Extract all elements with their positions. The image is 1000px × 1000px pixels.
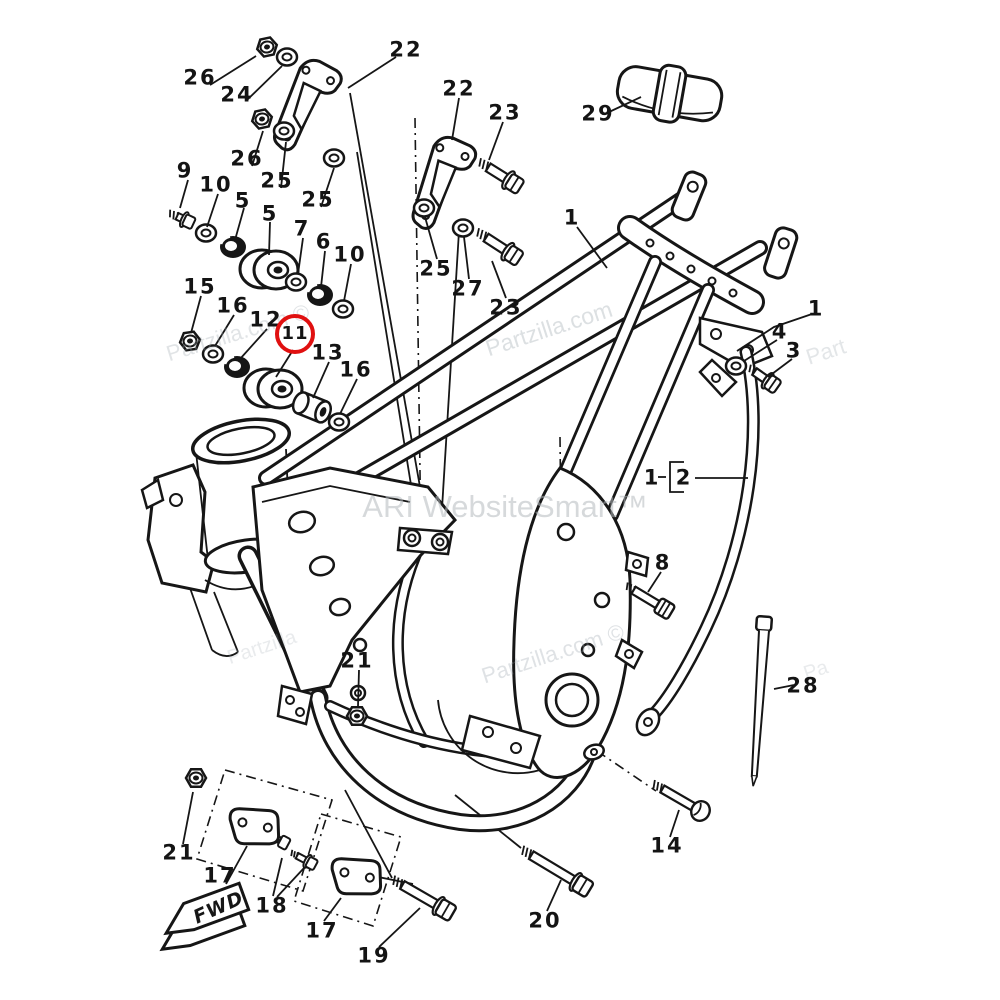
part-callout-27[interactable]: 27 <box>451 276 485 301</box>
bolt-14-part <box>652 779 711 822</box>
part-callout-8[interactable]: 8 <box>654 550 672 575</box>
part-callout-3[interactable]: 3 <box>785 338 803 363</box>
part-callout-18[interactable]: 18 <box>255 893 289 918</box>
bolt-9-part <box>169 209 197 230</box>
bolt-19-part <box>392 875 457 922</box>
part-callout-29[interactable]: 29 <box>581 101 615 126</box>
part-callout-28[interactable]: 28 <box>786 673 820 698</box>
part-callout-16[interactable]: 16 <box>216 293 250 318</box>
part-callout-11-highlighted[interactable]: 11 <box>275 314 315 354</box>
part-callout-24[interactable]: 24 <box>220 82 254 107</box>
part-callout-26[interactable]: 26 <box>183 65 217 90</box>
part-callout-21[interactable]: 21 <box>162 840 196 865</box>
bolt-20-part <box>521 845 595 898</box>
part-callout-21[interactable]: 21 <box>340 648 374 673</box>
band-29-part <box>615 63 724 124</box>
part-callout-22[interactable]: 22 <box>389 37 423 62</box>
part-callout-23[interactable]: 23 <box>488 100 522 125</box>
part-callout-16[interactable]: 16 <box>339 357 373 382</box>
part-callout-26[interactable]: 26 <box>230 146 264 171</box>
part-callout-10[interactable]: 10 <box>199 172 233 197</box>
frame-body <box>140 170 799 833</box>
part-callout-17[interactable]: 17 <box>203 863 237 888</box>
bolt-23-part <box>478 157 525 195</box>
bolt-18-part <box>290 849 319 871</box>
part-callout-10[interactable]: 10 <box>333 242 367 267</box>
bolt-8-part <box>625 582 676 620</box>
leader-lines <box>179 55 813 948</box>
part-callout-20[interactable]: 20 <box>528 908 562 933</box>
part-callout-19[interactable]: 19 <box>357 943 391 968</box>
bolt-3-part <box>748 364 782 394</box>
part-callout-9[interactable]: 9 <box>176 158 194 183</box>
part-callout-25[interactable]: 25 <box>419 256 453 281</box>
part-callout-12[interactable]: 12 <box>249 307 283 332</box>
part-callout-4[interactable]: 4 <box>771 319 789 344</box>
part-callout-25[interactable]: 25 <box>260 168 294 193</box>
part-callout-1[interactable]: 1 <box>807 296 825 321</box>
loose-parts <box>169 35 782 922</box>
part-callout-13[interactable]: 13 <box>311 340 345 365</box>
part-callout-5[interactable]: 5 <box>261 201 279 226</box>
part-callout-23[interactable]: 23 <box>489 295 523 320</box>
part-callout-25[interactable]: 25 <box>301 187 335 212</box>
bolt-23-part <box>476 227 524 266</box>
part-callout-17[interactable]: 17 <box>305 918 339 943</box>
part-callout-6[interactable]: 6 <box>315 229 333 254</box>
part-callout-15[interactable]: 15 <box>183 274 217 299</box>
part-callout-14[interactable]: 14 <box>650 833 684 858</box>
part-callout-1[interactable]: 1 <box>563 205 581 230</box>
part-callout-22[interactable]: 22 <box>442 76 476 101</box>
part-callout-2[interactable]: 2 <box>675 465 693 490</box>
part-callout-7[interactable]: 7 <box>293 216 311 241</box>
rod-28-part <box>750 614 774 787</box>
part-callout-5[interactable]: 5 <box>234 188 252 213</box>
part-callout-1[interactable]: 1 <box>643 465 661 490</box>
